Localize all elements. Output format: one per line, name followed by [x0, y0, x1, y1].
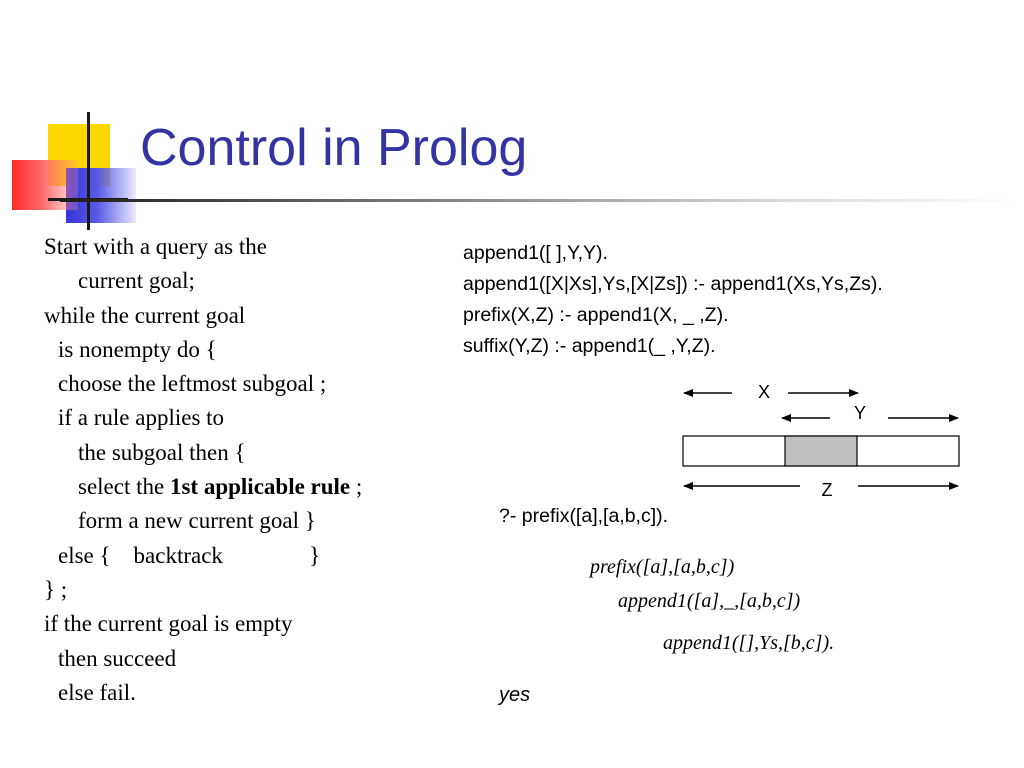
- algorithm-line: form a new current goal }: [78, 508, 316, 534]
- z-label: Z: [822, 480, 833, 500]
- algorithm-line: else fail.: [58, 679, 136, 705]
- algorithm-line: if a rule applies to: [58, 405, 225, 431]
- code-line: append1([X|Xs],Ys,[X|Zs]) :- append1(Xs,…: [463, 273, 883, 295]
- algorithm-text-part: select the: [78, 474, 170, 500]
- list-diagram: X Y Z: [682, 382, 960, 500]
- query-text: ?- prefix([a],[a,b,c]).: [499, 505, 669, 527]
- title-underline: [60, 199, 1020, 202]
- algorithm-text-part: ;: [350, 474, 363, 500]
- algorithm-line: else { backtrack }: [58, 542, 321, 568]
- algorithm-line: select the 1st applicable rule ;: [44, 470, 362, 504]
- code-line: prefix(X,Z) :- append1(X, _ ,Z).: [463, 304, 729, 326]
- prolog-code: append1([ ],Y,Y). append1([X|Xs],Ys,[X|Z…: [463, 238, 883, 362]
- algorithm-line: while the current goal: [44, 302, 246, 328]
- algorithm-line: choose the leftmost subgoal ;: [58, 371, 327, 397]
- trace-line: append1([],Ys,[b,c]).: [663, 632, 835, 654]
- code-line: append1([ ],Y,Y).: [463, 242, 608, 264]
- algorithm-line: then succeed: [58, 645, 177, 671]
- algorithm-text: Start with a query as the current goal; …: [44, 230, 362, 710]
- trace-line: append1([a],_,[a,b,c]): [618, 590, 801, 612]
- algorithm-line: current goal;: [78, 268, 195, 294]
- algorithm-line: is nonempty do {: [58, 336, 217, 362]
- algorithm-line: if the current goal is empty: [44, 611, 293, 637]
- algorithm-line: the subgoal then {: [78, 439, 246, 465]
- algorithm-emphasis: 1st applicable rule: [169, 474, 351, 500]
- list-bar-shaded-segment: [784, 435, 858, 467]
- algorithm-line: } ;: [44, 576, 68, 602]
- slide-title: Control in Prolog: [140, 119, 528, 177]
- code-line: suffix(Y,Z) :- append1(_ ,Y,Z).: [463, 335, 716, 357]
- logo-vertical-line: [87, 112, 90, 230]
- x-label: X: [758, 382, 770, 402]
- logo-red-square: [12, 160, 78, 210]
- y-label: Y: [854, 403, 866, 423]
- algorithm-line: Start with a query as the: [44, 234, 267, 259]
- trace-line: prefix([a],[a,b,c]): [590, 556, 735, 578]
- query-result: yes: [499, 684, 531, 706]
